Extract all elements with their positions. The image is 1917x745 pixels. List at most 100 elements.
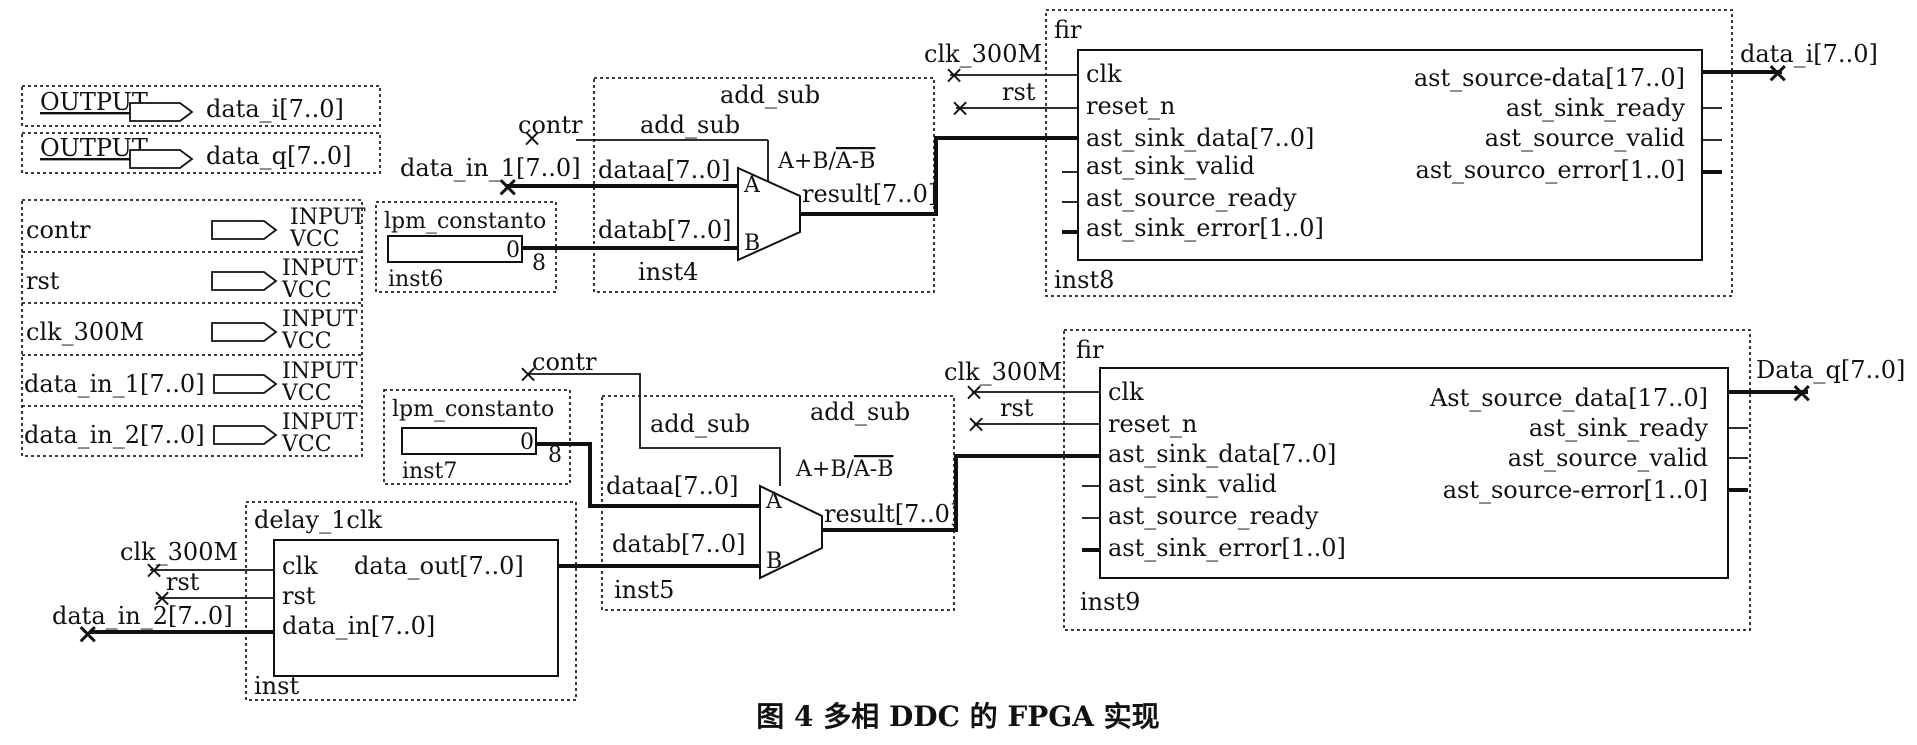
net-label-clk-top: clk_300M — [924, 40, 1042, 68]
constant-width: 8 — [532, 251, 546, 276]
add-sub-datab: datab[7..0] — [612, 530, 746, 558]
fir-left-port: ast_source_ready — [1108, 502, 1319, 530]
fir-left-port: ast_sink_valid — [1086, 152, 1255, 180]
input-pin-type: INPUT — [290, 205, 366, 230]
input-pin-symbol — [211, 322, 278, 342]
fir-right-port: ast_source_valid — [1485, 124, 1685, 152]
input-pin-group: contr INPUT VCC rst INPUT VCC clk_300M I… — [21, 199, 366, 457]
net-label-data-q: Data_q[7..0] — [1756, 356, 1905, 384]
constant-title: lpm_constanto — [392, 397, 554, 422]
fir-right-port: ast_sink_ready — [1506, 94, 1686, 122]
add-sub-op: A+B/A-B — [777, 149, 875, 174]
net-label-rst-bottom: rst — [1000, 394, 1034, 422]
net-label-clk-delay: clk_300M — [120, 538, 238, 566]
constant-value: 0 — [506, 238, 520, 263]
net-label-rst-top: rst — [1002, 78, 1036, 106]
add-sub-result: result[7..0] — [802, 180, 937, 208]
constant-value: 0 — [520, 430, 534, 455]
output-pin-symbol — [129, 102, 194, 122]
delay-title: delay_1clk — [254, 506, 382, 534]
fir-right-port: ast_source_valid — [1508, 444, 1708, 472]
constant-title: lpm_constanto — [384, 209, 546, 234]
net-label-rst-delay: rst — [166, 568, 200, 596]
input-pin-type: INPUT — [282, 359, 358, 384]
input-pin-vcc: VCC — [281, 381, 332, 406]
constant-width: 8 — [548, 443, 562, 468]
contr-wire — [528, 373, 781, 486]
fir-left-port: ast_sink_data[7..0] — [1086, 124, 1314, 152]
add-sub-result: result[7..0] — [824, 500, 959, 528]
fir-left-port: reset_n — [1086, 92, 1175, 120]
add-sub-title: add_sub — [810, 398, 910, 426]
delay-inst: inst — [254, 672, 299, 700]
net-cross-mark: × — [964, 378, 984, 406]
fir-body — [1099, 367, 1729, 579]
wires-top: contr × data_in_1[7..0] × clk_300M × rst… — [400, 40, 1078, 250]
fir-body — [1077, 49, 1703, 261]
input-pin-vcc: VCC — [281, 432, 332, 457]
input-pin-frame — [21, 199, 363, 457]
constant-value-box — [401, 427, 537, 455]
adder-symbol — [737, 166, 801, 262]
result5-bus — [822, 454, 1100, 532]
input-pin-symbol — [213, 425, 278, 445]
net-label-contr: contr — [532, 348, 597, 376]
net-cross-mark: × — [944, 61, 964, 89]
delay-frame — [245, 501, 577, 701]
output-pin-symbol — [129, 149, 194, 169]
net-label-contr: contr — [518, 111, 583, 139]
output-pin-frame-q — [21, 132, 381, 174]
fir-frame — [1063, 329, 1751, 631]
fir-inst: inst9 — [1080, 588, 1140, 616]
input-pin-vcc: VCC — [281, 329, 332, 354]
delay-port-data-in: data_in[7..0] — [282, 612, 435, 640]
fir-left-port: ast_sink_data[7..0] — [1108, 440, 1336, 468]
add-sub-inst: inst4 — [638, 258, 698, 286]
output-pin-frame-i — [21, 85, 381, 127]
figure-caption: 图 4 多相 DDC 的 FPGA 实现 — [756, 700, 1159, 733]
constant-value-box — [387, 235, 523, 263]
adder-port-a: A — [765, 489, 783, 514]
fir-frame — [1045, 9, 1733, 297]
fir-inst: inst8 — [1054, 266, 1114, 294]
fir-left-port: reset_n — [1108, 410, 1197, 438]
net-label-data-in-1: data_in_1[7..0] — [400, 154, 581, 182]
input-pin-type: INPUT — [282, 410, 358, 435]
net-cross-mark: × — [144, 556, 164, 584]
net-label-clk-bottom: clk_300M — [944, 358, 1062, 386]
add-sub-ctrl-label: add_sub — [650, 410, 750, 438]
input-pin-name: contr — [26, 216, 91, 244]
net-label-data-i: data_i[7..0] — [1740, 40, 1878, 68]
net-cross-mark: × — [152, 584, 172, 612]
fir-title: fir — [1054, 16, 1082, 44]
adder-port-a: A — [743, 173, 761, 198]
constant-frame — [383, 389, 571, 485]
output-pin-name-i: data_i[7..0] — [206, 95, 344, 123]
adder-symbol — [759, 484, 823, 580]
net-cross-mark: × — [950, 94, 970, 122]
net-cross-mark: × — [1790, 376, 1813, 409]
add-sub-inst: inst5 — [614, 576, 674, 604]
input-pin-type: INPUT — [282, 256, 358, 281]
fir-right-port: ast_sink_ready — [1529, 414, 1709, 442]
input-pin-symbol — [211, 271, 278, 291]
const7-bus — [536, 442, 760, 508]
net-cross-mark: × — [496, 170, 519, 203]
add-sub-op: A+B/A-B — [795, 457, 893, 482]
delay-port-clk: clk — [282, 552, 318, 580]
fir-left-port: clk — [1086, 60, 1122, 88]
delay-port-data-out: data_out[7..0] — [354, 552, 524, 580]
add-sub-dataa: dataa[7..0] — [606, 472, 738, 500]
delay-port-rst: rst — [282, 582, 316, 610]
output-pin-name-q: data_q[7..0] — [206, 142, 352, 170]
add-sub-block-inst5: add_sub add_sub A+B/A-B dataa[7..0] data… — [601, 395, 959, 611]
net-cross-mark: × — [1766, 56, 1789, 89]
fir-right-port: ast_source-error[1..0] — [1443, 476, 1708, 504]
input-pin-vcc: VCC — [281, 278, 332, 303]
add-sub-datab: datab[7..0] — [598, 216, 732, 244]
add-sub-ctrl-label: add_sub — [640, 111, 740, 139]
net-label-data-in-2: data_in_2[7..0] — [52, 602, 233, 630]
constant-inst: inst7 — [402, 459, 457, 484]
